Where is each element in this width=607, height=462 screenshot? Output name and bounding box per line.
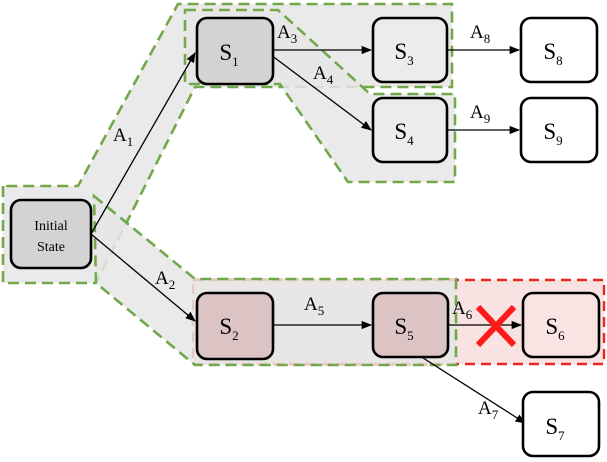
node-s2: S2	[195, 291, 275, 361]
node-s7-sub: 7	[558, 428, 565, 443]
edge-a1-label: A1	[113, 125, 133, 149]
node-s4-label: S	[394, 119, 407, 144]
node-s8: S8	[519, 16, 599, 84]
edge-a1	[90, 52, 196, 235]
node-s9-sub: 9	[556, 133, 563, 148]
node-s1-label: S	[219, 40, 232, 65]
node-s6-sub: 6	[558, 328, 565, 343]
edge-a4	[270, 54, 372, 131]
node-s1: S1	[195, 16, 275, 86]
node-initial-state: Initial State	[9, 198, 93, 270]
node-s7-label: S	[545, 414, 558, 439]
failure-cross-icon	[475, 304, 517, 348]
svg-text:S7: S7	[545, 414, 565, 443]
svg-text:S3: S3	[394, 39, 413, 68]
node-s8-sub: 8	[556, 53, 563, 68]
svg-text:S9: S9	[543, 119, 562, 148]
node-s5-label: S	[394, 314, 407, 339]
edge-a2	[90, 233, 196, 322]
edge-a3-label: A3	[277, 22, 297, 46]
node-s1-sub: 1	[232, 54, 239, 69]
node-s8-label: S	[543, 39, 556, 64]
svg-text:S8: S8	[543, 39, 562, 68]
node-s9-label: S	[543, 119, 556, 144]
svg-text:S6: S6	[545, 314, 565, 343]
node-s3: S3	[371, 16, 449, 84]
node-s4-sub: 4	[407, 133, 414, 148]
node-initial-state-line2: State	[37, 240, 65, 255]
node-s7: S7	[521, 390, 601, 458]
edge-a4-label: A4	[313, 63, 334, 87]
node-s3-sub: 3	[407, 53, 414, 68]
svg-text:S4: S4	[394, 119, 414, 148]
svg-text:S2: S2	[219, 314, 238, 343]
node-s6: S6	[521, 291, 601, 359]
edge-a8-label: A8	[470, 22, 490, 46]
node-s2-label: S	[219, 314, 232, 339]
node-s5-sub: 5	[407, 328, 414, 343]
edge-a5-label: A5	[304, 294, 324, 318]
svg-text:S1: S1	[219, 40, 238, 69]
edge-a2-label: A2	[155, 268, 175, 292]
edge-a7	[419, 355, 526, 424]
edge-a9-label: A9	[470, 102, 490, 126]
node-s2-sub: 2	[232, 328, 239, 343]
edge-a6-label: A6	[452, 298, 473, 322]
node-initial-state-line1: Initial	[34, 219, 68, 234]
node-s3-label: S	[394, 39, 407, 64]
node-s6-label: S	[545, 314, 558, 339]
edge-a7-label: A7	[478, 398, 499, 422]
svg-text:S5: S5	[394, 314, 413, 343]
node-s9: S9	[519, 96, 599, 164]
node-s4: S4	[371, 96, 449, 164]
node-s5: S5	[371, 291, 450, 359]
